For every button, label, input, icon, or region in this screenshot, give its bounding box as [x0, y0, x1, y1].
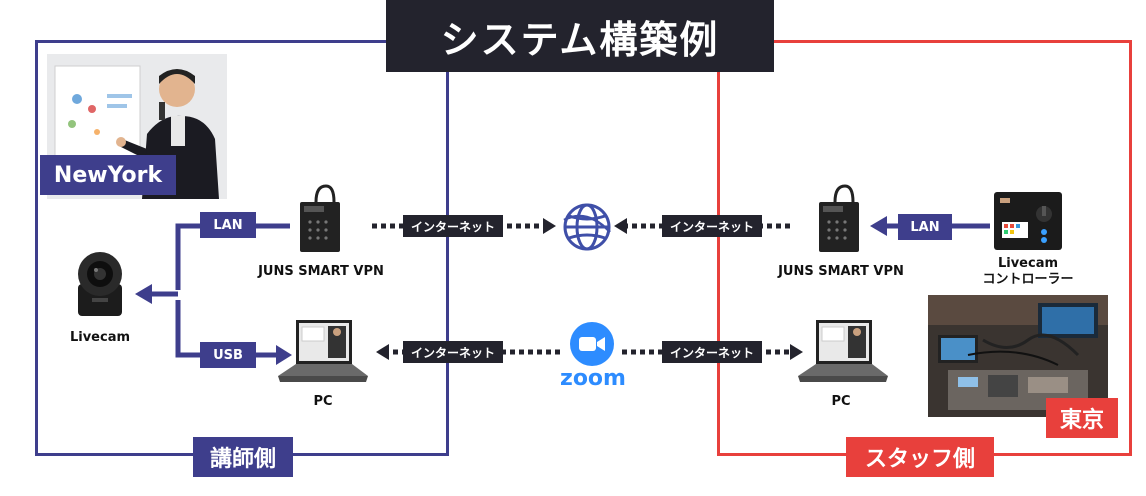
laptop-icon: [278, 318, 368, 386]
left-usb-tag: USB: [200, 342, 256, 368]
lecturer-side-label: 講師側: [193, 437, 293, 477]
internet-tag-bottom-left: インターネット: [403, 341, 503, 363]
internet-tag-top-right: インターネット: [662, 215, 762, 237]
camera-caption: Livecam: [69, 330, 131, 345]
controller-caption-line2: コントローラー: [982, 272, 1074, 287]
left-lan-tag: LAN: [200, 212, 256, 238]
tokyo-location-label: 東京: [1046, 398, 1118, 438]
right-section-frame-divider: [717, 70, 720, 456]
internet-tag-bottom-right: インターネット: [662, 341, 762, 363]
vpn-device-icon: [296, 184, 346, 254]
diagram-title: システム構築例: [386, 0, 774, 72]
controller-caption: Livecam コントローラー: [982, 256, 1074, 288]
right-pc-caption: PC: [831, 394, 851, 409]
controller-caption-line1: Livecam: [997, 256, 1059, 271]
tokyo-control-room-photo: [928, 295, 1108, 417]
zoom-icon: [570, 322, 614, 366]
internet-tag-top-left: インターネット: [403, 215, 503, 237]
left-pc-caption: PC: [313, 394, 333, 409]
right-lan-tag: LAN: [898, 214, 952, 240]
vpn-device-icon: [815, 184, 865, 254]
right-vpn-caption: JUNS SMART VPN: [778, 264, 904, 279]
zoom-label: zoom: [560, 366, 626, 391]
newyork-location-label: NewYork: [40, 155, 176, 195]
staff-side-label: スタッフ側: [846, 437, 994, 477]
globe-icon: [560, 200, 614, 254]
left-section-frame-divider: [446, 70, 449, 456]
laptop-icon: [798, 318, 888, 386]
left-vpn-caption: JUNS SMART VPN: [258, 264, 384, 279]
camera-icon: [70, 248, 130, 318]
controller-icon: [992, 188, 1064, 254]
